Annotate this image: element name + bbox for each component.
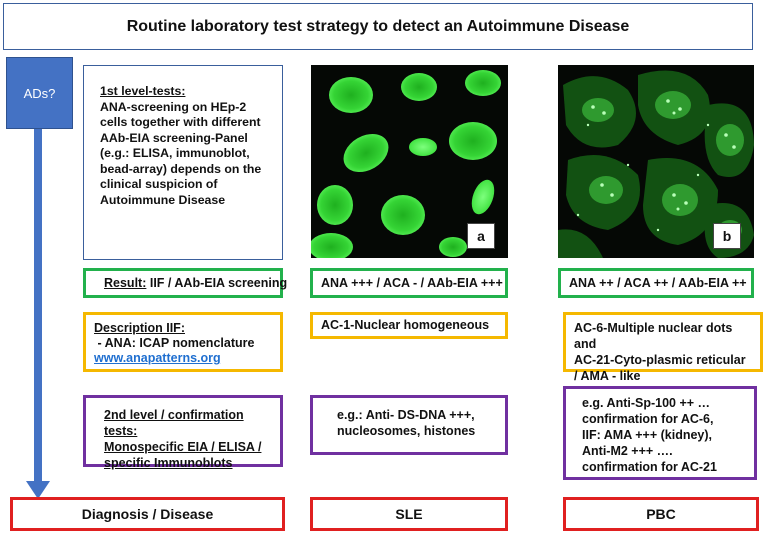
description-b-line-1: AC-6-Multiple nuclear dots and — [574, 321, 733, 351]
second-level-line-1: 2nd level / confirmation tests: — [104, 408, 244, 438]
result-b-box: ANA ++ / ACA ++ / AAb-EIA ++ — [558, 268, 754, 298]
result-a-text: ANA +++ / ACA - / AAb-EIA +++ — [321, 276, 503, 290]
second-level-a-line-1: e.g.: Anti- DS-DNA +++, — [337, 408, 475, 422]
second-level-box: 2nd level / confirmation tests: Monospec… — [83, 395, 283, 470]
nuclear-dots-cytoplasmic-image — [558, 70, 754, 258]
first-level-heading: 1st level-tests: — [100, 84, 186, 98]
first-level-body: ANA-screening on HEp-2 cells together wi… — [100, 99, 262, 207]
diagnosis-a-box: SLE — [310, 497, 508, 531]
first-level-tests-box: 1st level-tests: ANA-screening on HEp-2 … — [83, 65, 283, 260]
description-ana-line: - ANA: ICAP nomenclature — [94, 336, 255, 350]
second-level-b-line-4: Anti-M2 +++ …. — [582, 444, 673, 458]
description-label: Description IIF: — [94, 321, 185, 335]
anapatterns-link[interactable]: www.anapatterns.org — [94, 351, 221, 365]
second-level-b-box: e.g. Anti-Sp-100 ++ … confirmation for A… — [563, 386, 757, 480]
second-level-line-3: specific Immunoblots — [104, 456, 233, 470]
second-level-b-line-2: confirmation for AC-6, — [582, 412, 714, 426]
result-box: Result: IIF / AAb-EIA screening — [83, 268, 287, 298]
result-label: Result: — [104, 276, 147, 290]
description-a-text: AC-1-Nuclear homogeneous — [321, 318, 490, 332]
panel-label-a: a — [467, 223, 495, 249]
result-text: IIF / AAb-EIA screening — [146, 276, 288, 290]
start-node-ads: ADs? — [6, 57, 73, 129]
second-level-line-2: Monospecific EIA / ELISA / — [104, 440, 262, 454]
second-level-a-line-2: nucleosomes, histones — [337, 424, 476, 438]
microscopy-image-a — [311, 65, 508, 258]
diagnosis-b-box: PBC — [563, 497, 759, 531]
description-b-box: AC-6-Multiple nuclear dots and AC-21-Cyt… — [563, 312, 763, 383]
microscopy-image-b — [558, 65, 754, 258]
result-b-text: ANA ++ / ACA ++ / AAb-EIA ++ — [569, 276, 747, 290]
diagnosis-box: Diagnosis / Disease — [10, 497, 285, 531]
homogeneous-nuclei-image — [311, 70, 501, 258]
description-box: Description IIF: - ANA: ICAP nomenclatur… — [83, 312, 283, 372]
second-level-b-line-1: e.g. Anti-Sp-100 ++ … — [582, 396, 711, 410]
description-b-line-2: AC-21-Cyto-plasmic reticular — [574, 353, 746, 367]
page-title: Routine laboratory test strategy to dete… — [3, 3, 753, 50]
second-level-b-line-5: confirmation for AC-21 — [582, 460, 717, 474]
panel-label-b: b — [713, 223, 741, 249]
second-level-a-box: e.g.: Anti- DS-DNA +++, nucleosomes, his… — [310, 395, 508, 455]
second-level-b-line-3: IIF: AMA +++ (kidney), — [582, 428, 712, 442]
result-a-box: ANA +++ / ACA - / AAb-EIA +++ — [310, 268, 508, 298]
description-b-line-3: / AMA - like — [574, 369, 641, 383]
down-arrow-icon — [26, 129, 50, 499]
description-a-box: AC-1-Nuclear homogeneous — [310, 312, 508, 339]
